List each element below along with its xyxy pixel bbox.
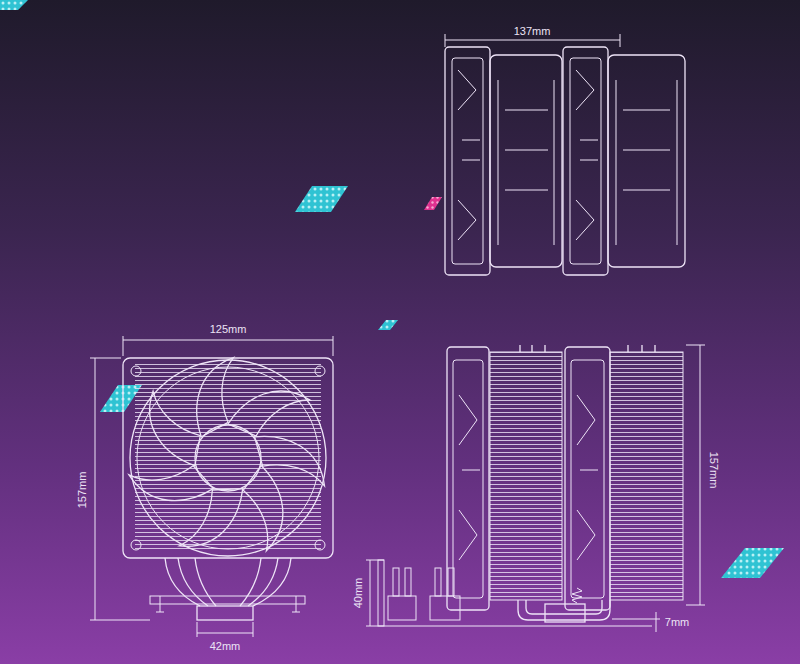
dimension-line <box>700 345 701 605</box>
dimension-line <box>656 612 657 632</box>
dimension-tick <box>123 336 124 356</box>
base-plate <box>197 606 253 620</box>
fan-blade <box>164 478 257 554</box>
fan-frame <box>445 47 490 275</box>
bracket-prong <box>405 568 411 596</box>
fin-stack <box>490 55 562 267</box>
fin-stack <box>610 352 683 600</box>
screw-hole <box>131 366 141 376</box>
dimension-label: 40mm <box>352 578 365 609</box>
bracket-prong <box>393 568 399 596</box>
dimension-tick <box>686 345 705 346</box>
screw-hole <box>131 540 141 550</box>
bracket-prong <box>448 568 454 596</box>
dimension-tick <box>612 619 660 620</box>
dimension-label: 7mm <box>665 616 689 629</box>
dimension-tick <box>366 560 384 561</box>
fan-frame-inner <box>571 360 604 598</box>
base-line <box>378 626 652 627</box>
fan-detail <box>577 395 598 560</box>
dimension-tick <box>686 605 705 606</box>
fan-frame <box>565 347 610 610</box>
dimension-label: 157mm <box>707 452 720 489</box>
front-view <box>90 336 333 637</box>
fan-detail <box>458 70 480 240</box>
mount-screw <box>156 596 300 612</box>
bracket <box>378 560 384 626</box>
fan-blade <box>231 463 293 553</box>
fan-ring-inner <box>137 367 319 549</box>
fan-blade <box>176 352 262 444</box>
dimension-line <box>123 340 333 341</box>
bracket-block <box>388 596 416 620</box>
fin-detail <box>616 80 677 245</box>
fan-ring <box>130 360 326 556</box>
fin-stack-outline <box>610 352 683 600</box>
dimension-tick <box>333 336 334 356</box>
dimension-label: 137mm <box>514 25 551 38</box>
fan-detail <box>576 70 598 240</box>
dimension-line <box>370 560 371 626</box>
fan-frame-inner <box>452 58 483 264</box>
fan-frame <box>123 358 333 558</box>
dimension-tick <box>366 626 378 627</box>
dimension-tick <box>197 622 198 637</box>
deco-shape <box>424 197 442 210</box>
fan-blades <box>125 352 331 554</box>
fan-hub <box>195 425 261 491</box>
fan-frame <box>447 347 489 610</box>
top-view <box>445 34 685 275</box>
fan-detail <box>459 395 480 560</box>
fin-stack <box>608 55 685 267</box>
screw-hole <box>315 366 325 376</box>
bracket-prong <box>435 568 441 596</box>
fin-stack-outline <box>490 352 562 600</box>
base-plate <box>545 604 585 622</box>
dimension-line <box>95 358 96 620</box>
dimension-tick <box>90 620 150 621</box>
deco-shape <box>0 0 28 10</box>
fan-frame-inner <box>570 58 601 264</box>
bracket-block <box>430 596 460 620</box>
dimension-label: 157mm <box>76 472 89 509</box>
heat-pipe <box>518 600 610 620</box>
screw-hole <box>315 540 325 550</box>
dimension-tick <box>90 358 121 359</box>
mount-bar <box>150 596 305 604</box>
fin-stack <box>135 364 321 552</box>
fan-blade <box>228 391 310 436</box>
side-view <box>366 345 705 632</box>
dimension-tick <box>445 34 446 47</box>
heat-pipe <box>165 558 291 606</box>
fan-blade <box>245 416 331 508</box>
dimension-line <box>445 40 620 41</box>
dimension-line <box>197 633 253 634</box>
dimension-label: 42mm <box>210 640 241 653</box>
deco-shape <box>378 320 398 330</box>
fan-frame-inner <box>453 360 483 598</box>
fan-blade <box>144 383 206 473</box>
deco-shape <box>721 548 784 578</box>
fan-frame <box>563 47 608 275</box>
fin-detail <box>498 80 554 245</box>
heat-pipe-tip <box>520 345 655 352</box>
deco-shape <box>295 186 348 212</box>
dimension-tick <box>253 622 254 637</box>
dimension-tick <box>620 34 621 47</box>
dimension-label: 125mm <box>210 323 247 336</box>
spring-screw <box>572 588 582 603</box>
fin-stack <box>490 352 562 600</box>
